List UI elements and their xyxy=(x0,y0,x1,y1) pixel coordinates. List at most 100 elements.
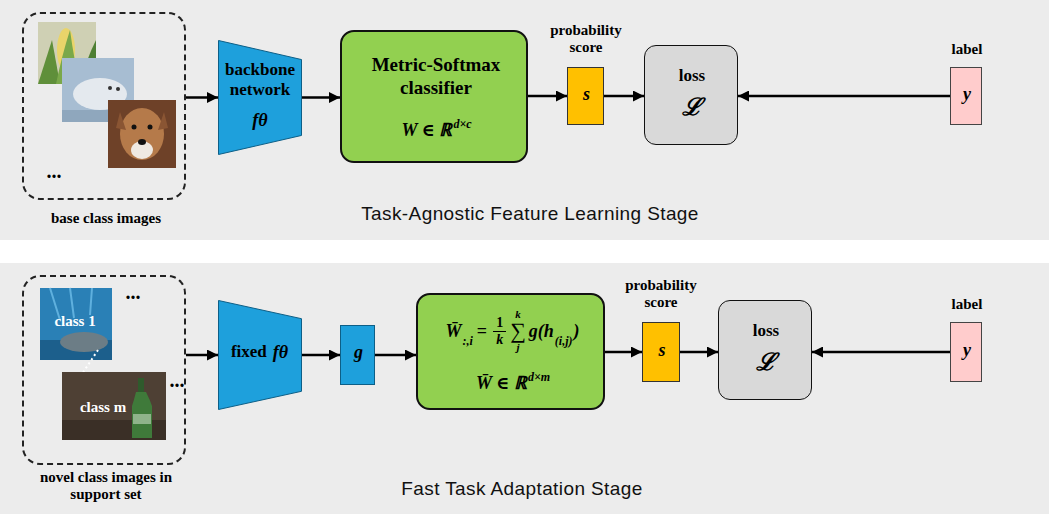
flow-arrow xyxy=(186,96,218,99)
node-text: ℒ xyxy=(756,349,776,377)
flow-arrow xyxy=(604,95,644,98)
text-row: label xyxy=(931,41,1003,58)
node-text: class 1 xyxy=(54,313,95,330)
node-text: class m xyxy=(80,399,126,416)
node-text: W̄ xyxy=(446,321,462,342)
text-row: ℒ xyxy=(719,349,813,377)
flow-arrow xyxy=(738,95,950,98)
image-group: class 1...class m...novel class images i… xyxy=(22,275,186,465)
panel-background xyxy=(0,0,1049,240)
node-text: ∑ xyxy=(510,320,526,342)
text-row: s xyxy=(568,84,605,105)
text-row: backbone network xyxy=(218,60,302,101)
node-text: label xyxy=(952,296,983,313)
flow-arrow xyxy=(302,96,340,99)
node-text: :,i xyxy=(463,335,473,349)
text-row: ℒ xyxy=(645,94,739,122)
node-text: d×m xyxy=(528,371,550,385)
text-row: loss xyxy=(645,66,739,86)
node-text: backbone network xyxy=(218,60,302,101)
text-row: class 1 xyxy=(42,313,108,330)
flow-arrow xyxy=(302,354,340,357)
text-row: ... xyxy=(118,281,148,304)
math-stack: 1k xyxy=(493,315,506,347)
node-text: 1 xyxy=(493,315,506,331)
text-row: y xyxy=(951,84,983,105)
node-text: probability score xyxy=(538,22,634,57)
text-row: W̄ ∈ ℝd×m xyxy=(418,373,607,394)
text-row: ... xyxy=(166,369,188,392)
node-text: d×c xyxy=(453,118,471,132)
node-text: ) xyxy=(574,321,580,342)
score-box: probability scores xyxy=(642,322,680,382)
loss-box: lossℒ xyxy=(718,300,812,400)
flow-arrow xyxy=(680,351,718,354)
node-text: = xyxy=(477,321,487,342)
node-text: fθ xyxy=(252,110,267,131)
node-text: y xyxy=(963,84,971,105)
backbone-trapezoid: fixedfθ xyxy=(218,300,302,410)
trapezoid-shape xyxy=(219,41,302,155)
score-box: probability scores xyxy=(567,67,604,125)
text-row: W ∈ ℝd×c xyxy=(342,120,530,141)
text-row: fixedfθ xyxy=(218,342,302,363)
text-row: ... xyxy=(34,160,74,183)
text-row: probability score xyxy=(613,277,709,312)
node-text: probability score xyxy=(613,277,709,312)
text-row: base class images xyxy=(14,210,198,227)
flow-arrow xyxy=(375,354,416,357)
panel-background xyxy=(0,263,1049,514)
node-text: loss xyxy=(753,321,779,341)
node-text: ... xyxy=(47,160,62,183)
flow-arrow xyxy=(605,351,642,354)
node-text: g(h xyxy=(529,321,554,342)
node-text: Metric-Softmax classifier xyxy=(352,54,520,100)
node-text: j xyxy=(516,342,519,353)
node-text: W ∈ ℝ xyxy=(401,120,452,141)
flow-arrow xyxy=(812,351,950,354)
text-row: loss xyxy=(719,321,813,341)
text-row: Metric-Softmax classifier xyxy=(352,54,520,100)
node-text: (i,j) xyxy=(555,335,573,349)
text-row: g xyxy=(341,342,376,363)
node-text: s xyxy=(658,340,665,361)
stage-title: Task-Agnostic Feature Learning Stage xyxy=(330,203,730,225)
node-text: loss xyxy=(679,66,705,86)
backbone-trapezoid: backbone network fθ xyxy=(218,40,302,155)
text-row: s xyxy=(643,340,681,361)
node-text: label xyxy=(952,41,983,58)
classifier-box: Metric-Softmax classifier W ∈ ℝd×c xyxy=(340,30,528,163)
node-text: g xyxy=(354,342,363,363)
node-text: novel class images in support set xyxy=(29,469,183,504)
label-box: labely xyxy=(950,67,982,125)
node-text: y xyxy=(963,340,971,361)
trapezoid-shape xyxy=(219,301,302,410)
flow-arrow xyxy=(186,354,218,357)
node-text: ℒ xyxy=(682,94,702,122)
loss-box: lossℒ xyxy=(644,45,738,145)
node-text: base class images xyxy=(51,210,161,227)
g-box: g xyxy=(340,325,375,385)
node-text: W̄ ∈ ℝ xyxy=(476,373,527,394)
node-text: k xyxy=(493,332,506,347)
node-text: ... xyxy=(126,281,141,304)
node-text: fθ xyxy=(273,342,288,363)
text-row: W̄:,i=1kk∑jg(h(i,j)) xyxy=(418,309,607,353)
text-row: novel class images in support set xyxy=(29,469,183,504)
dotted-link xyxy=(82,350,98,374)
node-text: ... xyxy=(170,369,185,392)
math-stack: k∑j xyxy=(510,309,526,353)
node-text: fixed xyxy=(231,342,267,362)
label-box: labely xyxy=(950,322,982,382)
text-row: y xyxy=(951,340,983,361)
text-row: class m xyxy=(68,399,138,416)
bottle-photo xyxy=(62,372,166,440)
text-row: label xyxy=(931,296,1003,313)
stage-title: Fast Task Adaptation Stage xyxy=(322,478,722,500)
image-group: ...base class images xyxy=(22,12,186,200)
prototype-box: W̄:,i=1kk∑jg(h(i,j))W̄ ∈ ℝd×m xyxy=(416,293,605,410)
node-text: s xyxy=(583,84,590,105)
text-row: probability score xyxy=(538,22,634,57)
flow-arrow xyxy=(528,95,567,98)
